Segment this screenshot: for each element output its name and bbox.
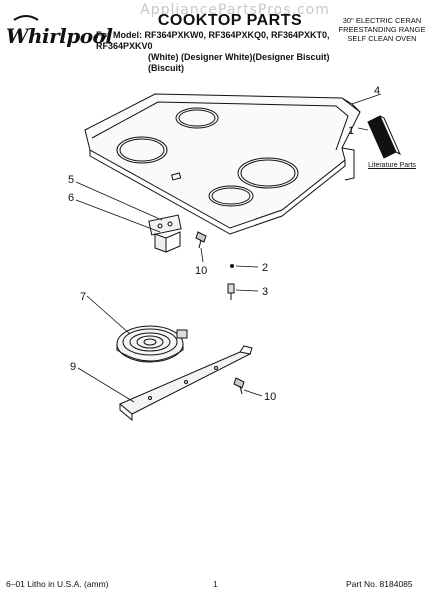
model-list: For Model: RF364PXKW0, RF364PXKQ0, RF364… xyxy=(96,30,336,74)
range-info: 30" ELECTRIC CERAN FREESTANDING RANGE SE… xyxy=(330,16,434,43)
screw-10-top xyxy=(195,231,207,249)
callout-5: 5 xyxy=(68,174,74,186)
screw-part-3 xyxy=(227,283,235,300)
callout-1: 1 xyxy=(348,125,354,137)
burner-rear-left xyxy=(175,107,219,129)
whirlpool-logo: Whirlpool xyxy=(6,12,113,48)
footer-page-number: 1 xyxy=(213,579,218,589)
logo-swirl-icon xyxy=(13,15,39,21)
brand-name: Whirlpool xyxy=(6,24,113,48)
rear-trim xyxy=(341,147,355,181)
cooktop-glass-panel xyxy=(84,93,361,235)
callout-9: 9 xyxy=(70,361,76,373)
models-line-1: For Model: RF364PXKW0, RF364PXKQ0, RF364… xyxy=(96,30,330,51)
callout-10-top: 10 xyxy=(195,265,207,277)
footer-part-number: Part No. 8184085 xyxy=(346,579,413,589)
footer-litho: 6–01 Litho in U.S.A. (amm) xyxy=(6,579,109,589)
clip-part-2 xyxy=(230,264,234,268)
callout-2: 2 xyxy=(262,262,268,274)
callout-3: 3 xyxy=(262,286,268,298)
range-info-line-3: SELF CLEAN OVEN xyxy=(347,34,417,43)
literature-parts-label: Literature Parts xyxy=(368,162,416,169)
burner-front-right xyxy=(237,157,299,189)
page-title: COOKTOP PARTS xyxy=(157,12,303,29)
burner-front-left xyxy=(116,136,168,164)
radiant-element xyxy=(116,325,188,363)
screw-10-bottom xyxy=(233,377,245,395)
callout-6: 6 xyxy=(68,192,74,204)
literature-booklet xyxy=(367,115,402,159)
range-info-line-2: FREESTANDING RANGE xyxy=(338,25,426,34)
watermark: AppliancePartsPros.com xyxy=(140,2,330,18)
burner-rear-right xyxy=(208,185,254,207)
support-rail xyxy=(119,345,253,422)
callout-10-bottom: 10 xyxy=(264,391,276,403)
callout-4: 4 xyxy=(374,85,380,97)
callout-7: 7 xyxy=(80,291,86,303)
models-line-2: (White) (Designer White)(Designer Biscui… xyxy=(148,52,330,73)
switch-bracket xyxy=(148,214,182,253)
range-info-line-1: 30" ELECTRIC CERAN xyxy=(342,16,422,25)
